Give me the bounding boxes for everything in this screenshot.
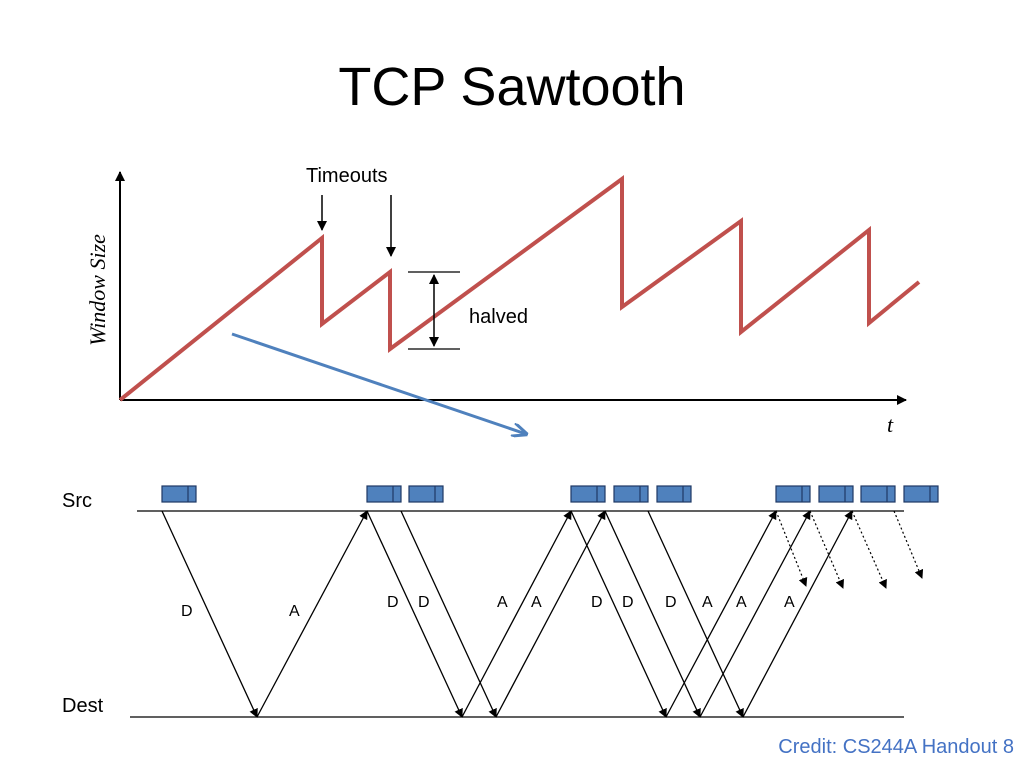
- packet-block: [366, 485, 402, 503]
- pending-segment-arrow: [809, 510, 844, 589]
- timeouts-label: Timeouts: [306, 165, 388, 187]
- data-segment-arrow: [161, 510, 258, 718]
- data-segment-arrow: [604, 510, 701, 718]
- data-label: D: [665, 594, 677, 611]
- src-label: Src: [62, 490, 92, 512]
- ack-segment-arrow: [699, 510, 811, 718]
- window-size-sawtooth-line: [118, 175, 921, 402]
- timeline-diagram: Src Dest D A D D A A D D D A A A: [62, 485, 939, 718]
- packet-block: [613, 485, 649, 503]
- pending-segment-arrow: [893, 510, 924, 579]
- halved-label: halved: [469, 306, 528, 328]
- data-label: D: [387, 594, 399, 611]
- ack-label: A: [784, 594, 795, 611]
- data-label: D: [418, 594, 430, 611]
- x-axis-label: t: [887, 412, 894, 437]
- packet-block: [161, 485, 197, 503]
- packet-block: [408, 485, 444, 503]
- ack-segment-arrow: [742, 510, 853, 718]
- ack-label: A: [531, 594, 542, 611]
- credit-text: Credit: CS244A Handout 8: [778, 736, 1014, 758]
- packet-blocks: [161, 485, 939, 503]
- ack-label: A: [702, 594, 713, 611]
- data-segment-arrow: [647, 510, 744, 718]
- packet-block: [570, 485, 606, 503]
- data-segment-arrow: [400, 510, 497, 718]
- ack-label: A: [289, 603, 300, 620]
- ack-segment-arrow: [665, 510, 777, 718]
- data-segment-arrow: [366, 510, 463, 718]
- pending-segment-arrow: [775, 510, 808, 587]
- ack-segment-arrow: [495, 510, 606, 718]
- packet-block: [860, 485, 896, 503]
- packet-block: [775, 485, 811, 503]
- data-label: D: [591, 594, 603, 611]
- ack-segment-arrow: [461, 510, 572, 718]
- data-label: D: [181, 603, 193, 620]
- dest-label: Dest: [62, 695, 104, 717]
- packet-block: [903, 485, 939, 503]
- slide-title: TCP Sawtooth: [338, 57, 686, 117]
- transfer-arrows: [161, 510, 924, 718]
- zoom-pointer-arrow: [231, 332, 526, 434]
- packet-block: [656, 485, 692, 503]
- ack-label: A: [497, 594, 508, 611]
- y-axis-label: Window Size: [85, 234, 110, 346]
- ack-label: A: [736, 594, 747, 611]
- pending-segment-arrow: [851, 510, 887, 589]
- packet-block: [818, 485, 854, 503]
- data-label: D: [622, 594, 634, 611]
- sawtooth-chart: Window Size t Timeouts halved: [85, 165, 921, 437]
- ack-segment-arrow: [256, 510, 368, 718]
- data-segment-arrow: [570, 510, 667, 718]
